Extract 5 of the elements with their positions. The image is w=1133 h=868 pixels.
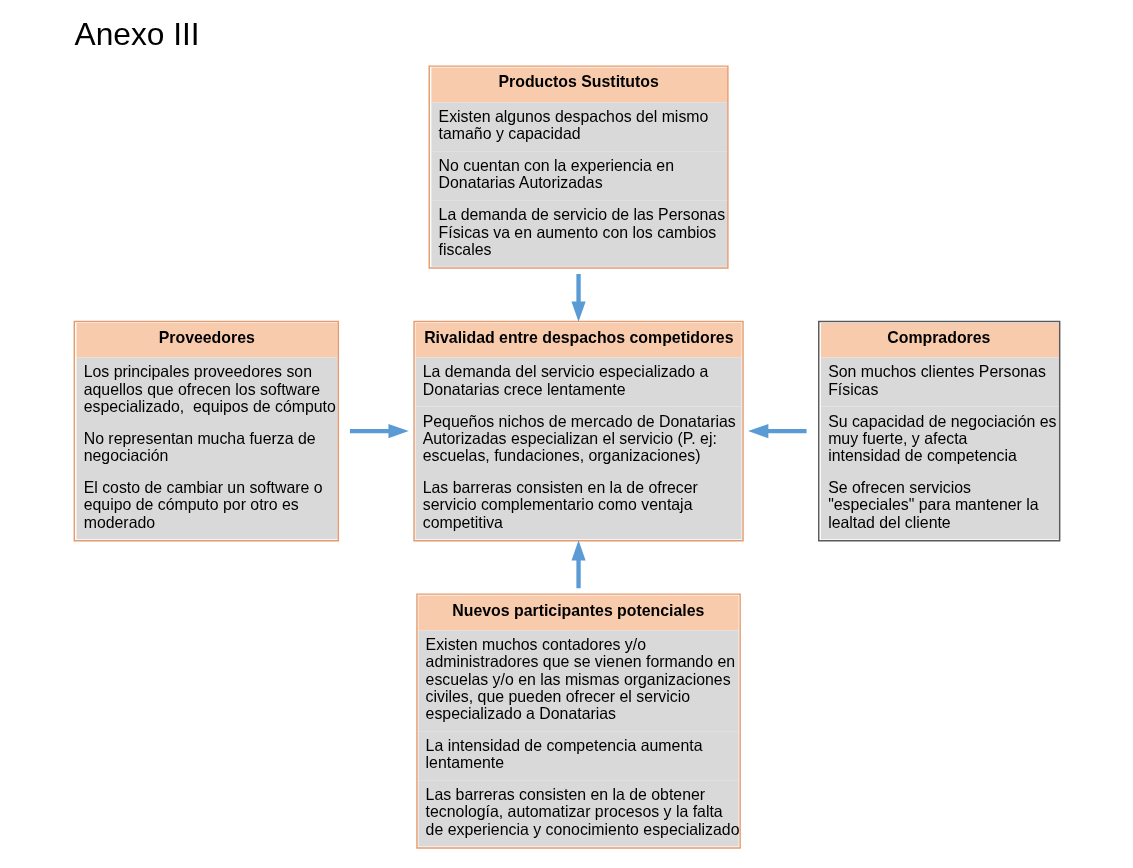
diagram-title: Anexo III	[73, 16, 200, 53]
arrow	[570, 274, 586, 322]
arrow	[349, 424, 409, 439]
arrow	[747, 424, 807, 439]
arrow	[570, 540, 586, 589]
